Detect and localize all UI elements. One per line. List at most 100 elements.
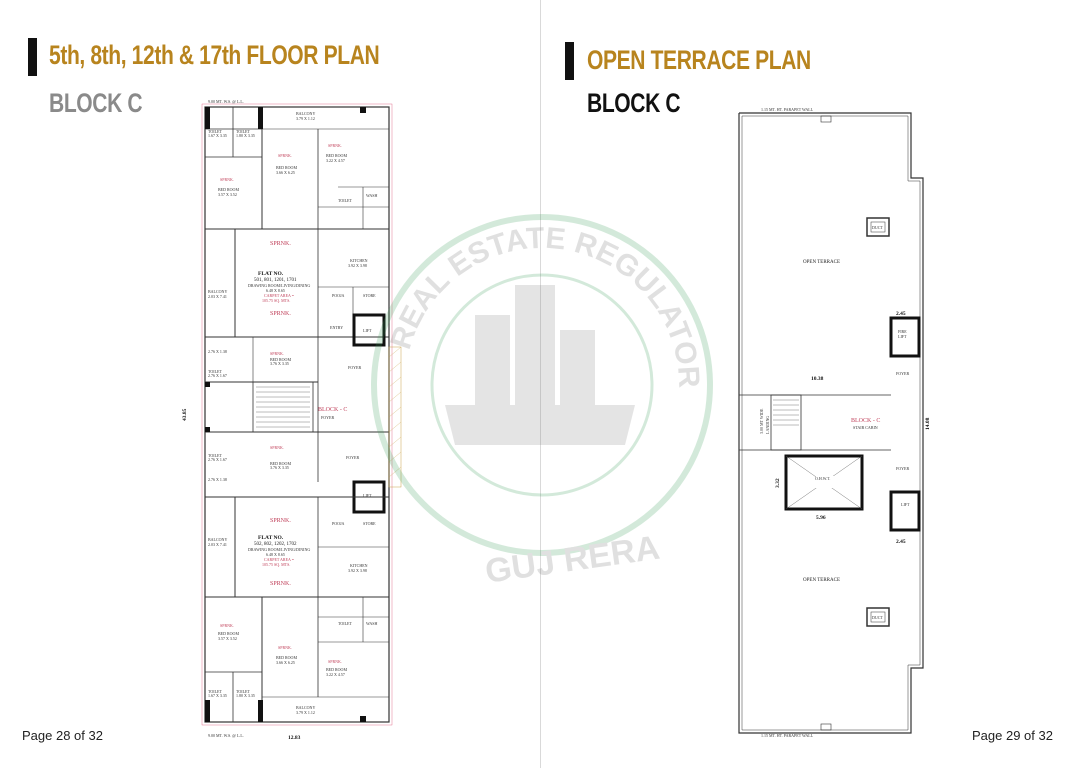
svg-text:105.75 SQ. MTS.: 105.75 SQ. MTS.	[262, 298, 290, 303]
svg-text:SPRNK.: SPRNK.	[328, 659, 342, 664]
svg-text:LIFT: LIFT	[898, 334, 907, 339]
svg-text:SPRNK.: SPRNK.	[220, 623, 234, 628]
svg-text:SPRNK.: SPRNK.	[270, 351, 284, 356]
left-page-number: Page 28 of 32	[22, 728, 103, 743]
svg-text:9.00 MT. W.S. @ L.L.: 9.00 MT. W.S. @ L.L.	[208, 733, 244, 738]
svg-text:3.32: 3.32	[775, 478, 781, 488]
svg-text:2.76 X 1.38: 2.76 X 1.38	[208, 477, 227, 482]
svg-text:SPRNK.: SPRNK.	[220, 177, 234, 182]
svg-text:KITCHEN: KITCHEN	[350, 258, 368, 263]
svg-text:TOILET: TOILET	[338, 621, 352, 626]
svg-text:SPRNK.: SPRNK.	[278, 645, 292, 650]
svg-text:FOYER: FOYER	[321, 415, 334, 420]
svg-text:DRAWING ROOM/LIVING/DINING: DRAWING ROOM/LIVING/DINING	[248, 283, 310, 288]
right-page-number: Page 29 of 32	[972, 728, 1053, 743]
svg-text:3.79 X 1.12: 3.79 X 1.12	[296, 710, 315, 715]
svg-text:BALCONY: BALCONY	[296, 111, 315, 116]
svg-text:LIFT: LIFT	[363, 493, 372, 498]
svg-text:TOILET: TOILET	[208, 129, 222, 134]
svg-text:502, 802, 1202, 1702: 502, 802, 1202, 1702	[254, 542, 297, 547]
svg-text:BED ROOM: BED ROOM	[276, 165, 297, 170]
svg-text:SPRNK.: SPRNK.	[328, 143, 342, 148]
title-bar-left	[28, 38, 37, 76]
svg-text:BLOCK - C: BLOCK - C	[851, 418, 880, 424]
svg-text:WASH: WASH	[366, 193, 377, 198]
svg-text:14.08: 14.08	[925, 417, 931, 430]
svg-text:2.76 X 1.38: 2.76 X 1.38	[208, 349, 227, 354]
svg-text:FOYER: FOYER	[896, 371, 909, 376]
svg-text:CARPET AREA =: CARPET AREA =	[264, 557, 295, 562]
title-bar-right	[565, 42, 574, 80]
svg-text:LANDING: LANDING	[765, 416, 770, 434]
svg-text:FLAT NO.: FLAT NO.	[258, 535, 284, 541]
svg-text:5.96: 5.96	[816, 515, 826, 521]
svg-text:3.92 X 3.98: 3.92 X 3.98	[348, 263, 367, 268]
svg-text:OPEN TERRACE: OPEN TERRACE	[803, 260, 840, 265]
svg-text:3.66 X 6.25: 3.66 X 6.25	[276, 660, 295, 665]
svg-text:OPEN TERRACE: OPEN TERRACE	[803, 578, 840, 583]
svg-text:BALCONY: BALCONY	[208, 537, 227, 542]
svg-text:3.76 X 3.35: 3.76 X 3.35	[270, 465, 289, 470]
svg-text:KITCHEN: KITCHEN	[350, 563, 368, 568]
svg-text:TOILET: TOILET	[338, 198, 352, 203]
svg-text:POOJA: POOJA	[332, 293, 345, 298]
svg-text:3.22 X 4.57: 3.22 X 4.57	[326, 158, 345, 163]
svg-text:TOILET: TOILET	[208, 689, 222, 694]
svg-text:TOILET: TOILET	[236, 129, 250, 134]
svg-text:3.57 X 3.52: 3.57 X 3.52	[218, 636, 237, 641]
right-page-title: OPEN TERRACE PLAN	[587, 45, 811, 75]
svg-text:105.75 SQ. MTS.: 105.75 SQ. MTS.	[262, 562, 290, 567]
svg-text:BED ROOM: BED ROOM	[270, 461, 291, 466]
svg-text:6.48 X 8.65: 6.48 X 8.65	[266, 552, 285, 557]
svg-text:LIFT: LIFT	[363, 328, 372, 333]
svg-text:2.03 X 7.41: 2.03 X 7.41	[208, 542, 227, 547]
svg-text:O.H.W.T.: O.H.W.T.	[815, 476, 830, 481]
svg-text:43.85: 43.85	[182, 408, 188, 421]
svg-text:6.48 X 8.65: 6.48 X 8.65	[266, 288, 285, 293]
svg-text:DUCT: DUCT	[872, 225, 883, 230]
left-page-title: 5th, 8th, 12th & 17th FLOOR PLAN	[49, 40, 380, 70]
svg-text:1.67 X 3.35: 1.67 X 3.35	[208, 133, 227, 138]
svg-text:BED ROOM: BED ROOM	[218, 631, 239, 636]
svg-text:1.67 X 3.35: 1.67 X 3.35	[208, 693, 227, 698]
svg-text:12.83: 12.83	[288, 735, 301, 741]
svg-text:STORE: STORE	[363, 293, 376, 298]
left-page-subtitle: BLOCK C	[49, 88, 143, 118]
svg-text:TOILET: TOILET	[236, 689, 250, 694]
svg-text:2.45: 2.45	[896, 311, 906, 317]
svg-text:BED ROOM: BED ROOM	[270, 357, 291, 362]
svg-text:FLAT NO.: FLAT NO.	[258, 271, 284, 277]
svg-text:SPRNK.: SPRNK.	[278, 153, 292, 158]
left-page: 5th, 8th, 12th & 17th FLOOR PLAN BLOCK C	[0, 0, 540, 768]
svg-text:SPRNK.: SPRNK.	[270, 581, 291, 587]
svg-text:BED ROOM: BED ROOM	[276, 655, 297, 660]
svg-text:3.00 MT WIDE: 3.00 MT WIDE	[759, 408, 764, 434]
svg-text:9.00 MT. W.S. @ L.L.: 9.00 MT. W.S. @ L.L.	[208, 99, 244, 104]
svg-text:3.79 X 1.12: 3.79 X 1.12	[296, 116, 315, 121]
svg-text:501, 801, 1201, 1701: 501, 801, 1201, 1701	[254, 278, 297, 283]
svg-text:3.57 X 3.52: 3.57 X 3.52	[218, 192, 237, 197]
svg-text:STAIR CABIN: STAIR CABIN	[853, 425, 878, 430]
page-divider	[540, 0, 541, 768]
svg-text:DRAWING ROOM/LIVING/DINING: DRAWING ROOM/LIVING/DINING	[248, 547, 310, 552]
svg-text:FIRE: FIRE	[898, 329, 907, 334]
svg-text:ENTRY: ENTRY	[330, 325, 343, 330]
svg-text:POOJA: POOJA	[332, 521, 345, 526]
right-page: OPEN TERRACE PLAN BLOCK C	[541, 0, 1081, 768]
right-page-subtitle: BLOCK C	[587, 88, 681, 118]
svg-text:BED ROOM: BED ROOM	[326, 153, 347, 158]
svg-text:STORE: STORE	[363, 521, 376, 526]
svg-text:2.76 X 1.67: 2.76 X 1.67	[208, 373, 227, 378]
svg-text:SPRNK.: SPRNK.	[270, 518, 291, 524]
svg-text:WASH: WASH	[366, 621, 377, 626]
svg-text:FOYER: FOYER	[348, 365, 361, 370]
svg-text:FOYER: FOYER	[346, 455, 359, 460]
svg-text:3.76 X 3.35: 3.76 X 3.35	[270, 361, 289, 366]
terrace-plan-drawing: 1.15 MT. HT. PARAPET WALL 1.15 MT. HT. P…	[731, 108, 956, 738]
svg-text:2.45: 2.45	[896, 539, 906, 545]
svg-text:BLOCK - C: BLOCK - C	[318, 407, 347, 413]
svg-text:1.80 X 3.35: 1.80 X 3.35	[236, 693, 255, 698]
svg-text:SPRNK.: SPRNK.	[270, 241, 291, 247]
floor-plan-drawing: 9.00 MT. W.S. @ L.L. 9.00 MT. W.S. @ L.L…	[178, 97, 403, 742]
svg-text:BED ROOM: BED ROOM	[218, 187, 239, 192]
